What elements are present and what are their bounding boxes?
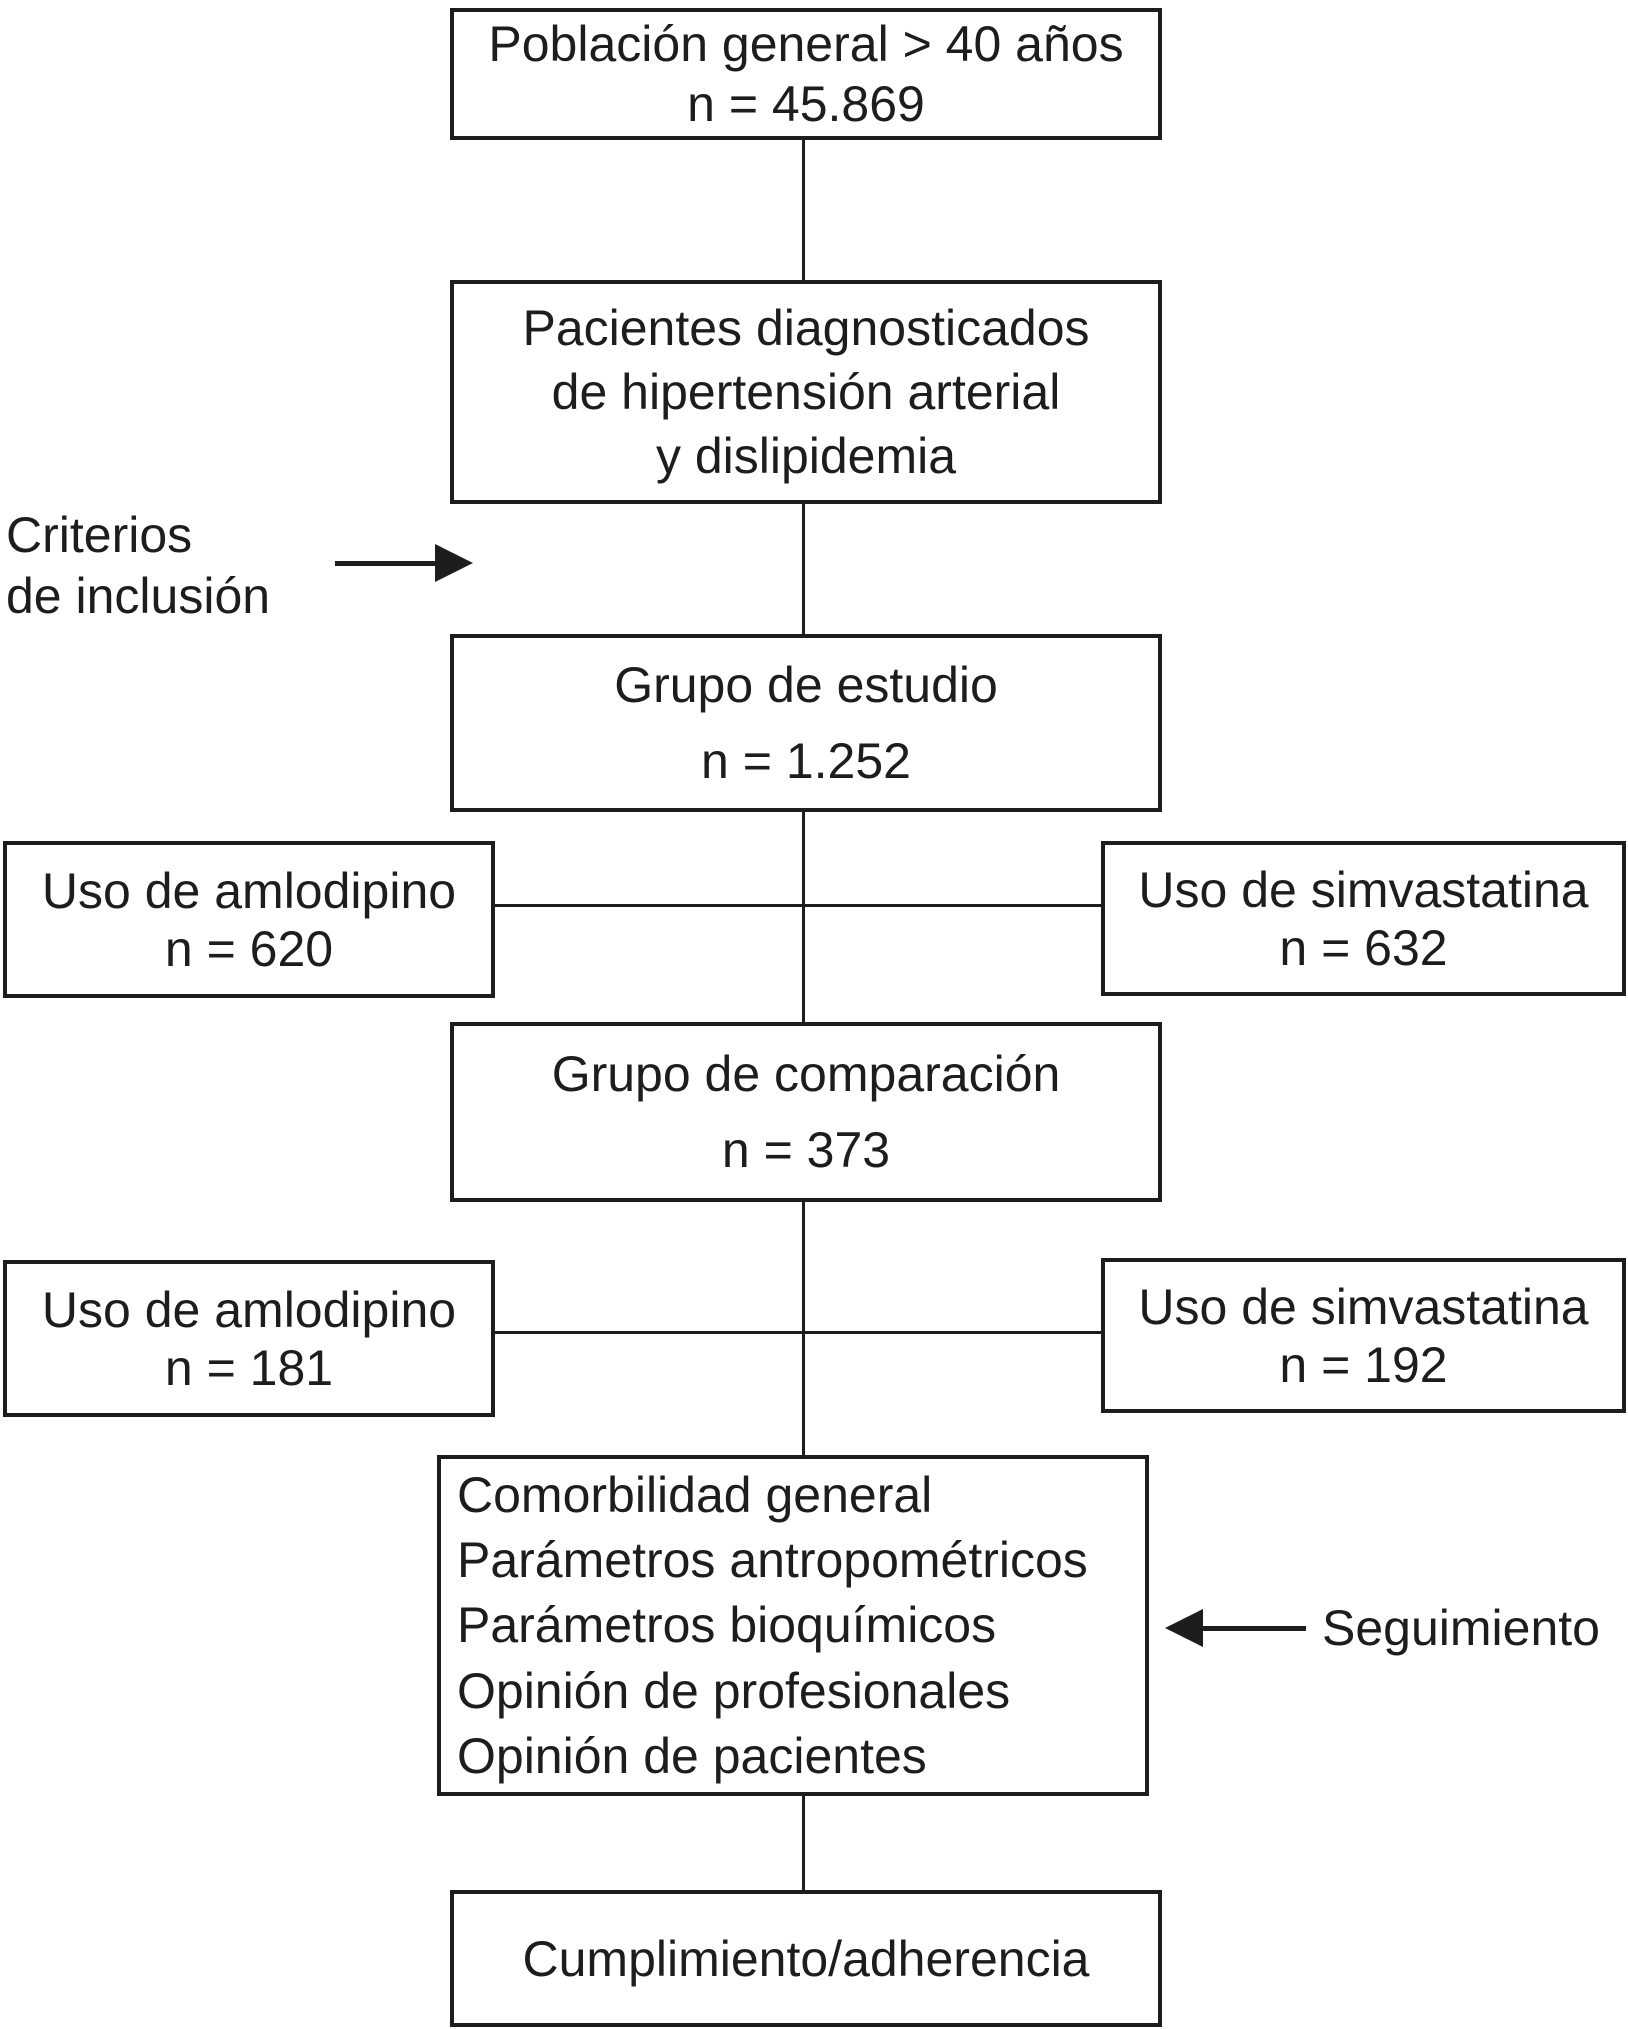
- box-amlodipino2-n: n = 181: [164, 1339, 334, 1396]
- box-uso-amlodipino-181: Uso de amlodipino n = 181: [3, 1260, 495, 1417]
- box-pacientes-line3: y dislipidemia: [655, 428, 957, 484]
- box-estudio-title: Grupo de estudio: [614, 657, 998, 713]
- box-seguimiento-line1: Comorbilidad general: [457, 1467, 933, 1524]
- box-uso-simvastatina-632: Uso de simvastatina n = 632: [1101, 841, 1626, 996]
- label-criterios-inclusion: Criterios de inclusión: [6, 505, 270, 627]
- box-pacientes-line2: de hipertensión arterial: [551, 364, 1061, 420]
- box-comparacion-title: Grupo de comparación: [551, 1045, 1061, 1102]
- connector-v1: [802, 140, 805, 280]
- box-simvastatina1-title: Uso de simvastatina: [1138, 861, 1589, 918]
- label-criterios-line2: de inclusión: [6, 568, 271, 624]
- connector-h1: [495, 904, 1101, 907]
- box-pacientes-diagnosticados: Pacientes diagnosticados de hipertensión…: [450, 280, 1162, 504]
- box-amlodipino1-title: Uso de amlodipino: [41, 862, 457, 919]
- box-poblacion-general: Población general > 40 años n = 45.869: [450, 8, 1162, 140]
- connector-h2: [495, 1331, 1101, 1334]
- box-amlodipino1-n: n = 620: [164, 920, 334, 977]
- box-seguimiento-parametros: Comorbilidad general Parámetros antropom…: [437, 1455, 1149, 1796]
- box-comparacion-n: n = 373: [721, 1122, 891, 1179]
- connector-v2: [802, 504, 805, 634]
- label-criterios-line1: Criterios: [6, 507, 193, 563]
- box-seguimiento-line3: Parámetros bioquímicos: [457, 1597, 997, 1654]
- box-simvastatina2-title: Uso de simvastatina: [1138, 1278, 1589, 1335]
- arrow-right-icon: [435, 544, 473, 582]
- box-grupo-estudio: Grupo de estudio n = 1.252: [450, 634, 1162, 812]
- box-simvastatina2-n: n = 192: [1279, 1336, 1448, 1393]
- connector-v5: [802, 1796, 805, 1890]
- connector-v3: [802, 812, 805, 1022]
- box-poblacion-n: n = 45.869: [687, 76, 925, 133]
- box-cumplimiento-adherencia: Cumplimiento/adherencia: [450, 1890, 1162, 2027]
- label-seguimiento: Seguimiento: [1322, 1600, 1600, 1656]
- arrow-right-shaft: [335, 561, 443, 566]
- box-uso-simvastatina-192: Uso de simvastatina n = 192: [1101, 1258, 1626, 1413]
- arrow-left-icon: [1165, 1609, 1203, 1647]
- box-grupo-comparacion: Grupo de comparación n = 373: [450, 1022, 1162, 1202]
- box-pacientes-line1: Pacientes diagnosticados: [522, 300, 1090, 356]
- connector-v4: [802, 1202, 805, 1455]
- box-simvastatina1-n: n = 632: [1279, 919, 1448, 976]
- box-seguimiento-line5: Opinión de pacientes: [457, 1727, 927, 1784]
- arrow-left-shaft: [1200, 1626, 1306, 1631]
- box-amlodipino2-title: Uso de amlodipino: [41, 1281, 457, 1338]
- box-cumplimiento-title: Cumplimiento/adherencia: [522, 1930, 1090, 1987]
- box-seguimiento-line4: Opinión de profesionales: [457, 1662, 1011, 1719]
- box-seguimiento-line2: Parámetros antropométricos: [457, 1532, 1088, 1589]
- box-poblacion-title: Población general > 40 años: [488, 15, 1124, 72]
- box-estudio-n: n = 1.252: [701, 733, 911, 789]
- box-uso-amlodipino-620: Uso de amlodipino n = 620: [3, 841, 495, 998]
